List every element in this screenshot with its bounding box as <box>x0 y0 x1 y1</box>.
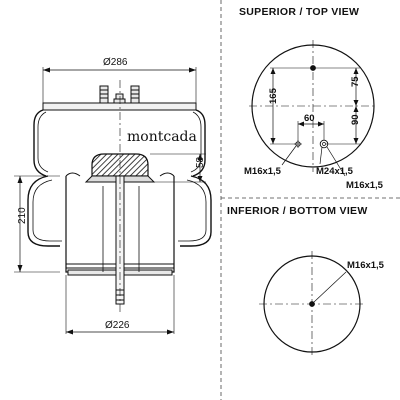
bottom-view-heading: INFERIOR / BOTTOM VIEW <box>227 205 368 217</box>
top-plate <box>42 102 197 111</box>
bottom-diameter-label: Ø226 <box>105 320 130 331</box>
thread-left-label: M16x1,5 <box>244 166 282 177</box>
top-center-hole <box>310 65 316 71</box>
bottom-thread-label: M16x1,5 <box>347 260 385 271</box>
bumper-height-label: 58 <box>195 156 206 168</box>
thread-center-label: M24x1,5 <box>316 166 354 177</box>
dim-75-label: 75 <box>350 76 361 87</box>
side-view <box>14 67 212 335</box>
bottom-center-hole <box>309 301 315 307</box>
dim-90-label: 90 <box>350 114 361 125</box>
thread-right-label: M16x1,5 <box>346 180 384 191</box>
dim-165-label: 165 <box>268 87 279 104</box>
height-label: 210 <box>17 207 28 224</box>
dim-60-label: 60 <box>304 113 315 124</box>
top-view <box>249 40 377 177</box>
top-view-heading: SUPERIOR / TOP VIEW <box>239 6 359 18</box>
bellow-lower <box>27 175 212 247</box>
top-diameter-label: Ø286 <box>103 57 128 68</box>
bellow-upper <box>33 109 206 177</box>
brand-watermark: montcada <box>127 129 197 145</box>
bottom-view <box>259 251 365 357</box>
